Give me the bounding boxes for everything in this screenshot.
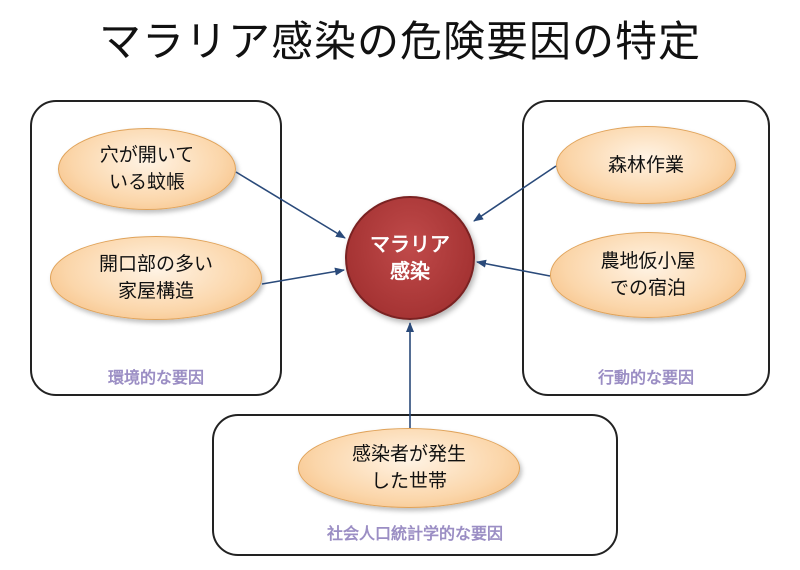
factor-node-open-house-structure: 開口部の多い 家屋構造 xyxy=(50,236,262,320)
diagram-title: マラリア感染の危険要因の特定 xyxy=(98,17,701,66)
arrow-farmhut-to-center xyxy=(476,259,551,277)
factor-node-forest-work: 森林作業 xyxy=(556,126,736,204)
arrow-house-to-center xyxy=(261,267,345,285)
factor-node-infected-household: 感染者が発生 した世帯 xyxy=(298,428,520,508)
factor-node-farm-hut-stay: 農地仮小屋 での宿泊 xyxy=(550,232,746,318)
arrow-bednet-to-center xyxy=(235,171,346,239)
arrow-forest-to-center xyxy=(473,165,557,222)
group-label-environmental: 環境的な要因 xyxy=(107,368,204,387)
group-label-behavioral: 行動的な要因 xyxy=(597,368,694,387)
factor-node-holed-bednet: 穴が開いて いる蚊帳 xyxy=(58,128,236,210)
group-label-sociodemographic: 社会人口統計学的な要因 xyxy=(326,524,503,543)
center-node-malaria-infection: マラリア 感染 xyxy=(345,196,475,320)
